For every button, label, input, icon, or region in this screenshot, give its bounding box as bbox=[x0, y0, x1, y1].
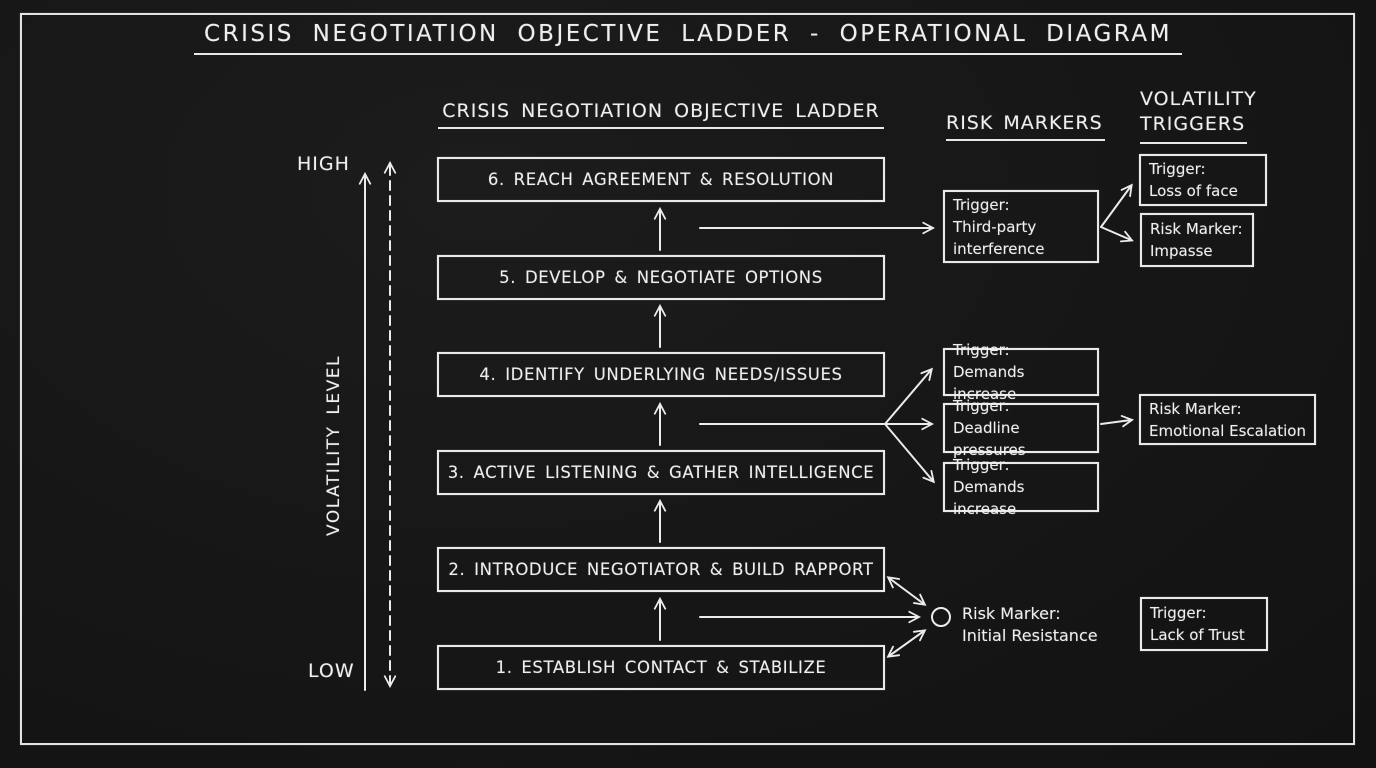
risk-markers-header-text: RISK MARKERS bbox=[946, 112, 1105, 141]
ladder-step-6: 6. REACH AGREEMENT & RESOLUTION bbox=[437, 157, 885, 202]
risk-marker-impasse-box: Risk Marker: Impasse bbox=[1140, 213, 1254, 267]
ladder-step-3: 3. ACTIVE LISTENING & GATHER INTELLIGENC… bbox=[437, 450, 885, 495]
trigger-lack-of-trust-box: Trigger: Lack of Trust bbox=[1140, 597, 1268, 651]
risk-marker-initial-resistance-label: Risk Marker: Initial Resistance bbox=[962, 604, 1098, 645]
risk-markers-header: RISK MARKERS bbox=[946, 112, 1105, 141]
volatility-triggers-header-line2: TRIGGERS bbox=[1140, 112, 1248, 144]
diagram-border-frame bbox=[20, 13, 1355, 745]
trigger-demands-increase-top-box: Trigger: Demands increase bbox=[943, 341, 1099, 403]
trigger-demands-increase-top-text: Trigger: Demands increase bbox=[953, 341, 1025, 403]
ladder-step-4: 4. IDENTIFY UNDERLYING NEEDS/ISSUES bbox=[437, 352, 885, 397]
trigger-third-party-box: Trigger: Third-party interference bbox=[943, 190, 1099, 263]
page-title-text: CRISIS NEGOTIATION OBJECTIVE LADDER - OP… bbox=[194, 21, 1182, 55]
ladder-subtitle-text: CRISIS NEGOTIATION OBJECTIVE LADDER bbox=[438, 100, 884, 129]
trigger-deadline-pressures-box: Trigger: Deadline pressures bbox=[943, 397, 1099, 459]
risk-marker-impasse-text: Risk Marker: Impasse bbox=[1150, 220, 1243, 260]
ladder-step-1: 1. ESTABLISH CONTACT & STABILIZE bbox=[437, 645, 885, 690]
trigger-lack-of-trust-text: Trigger: Lack of Trust bbox=[1150, 604, 1245, 644]
risk-marker-emotional-escalation-text: Risk Marker: Emotional Escalation bbox=[1149, 399, 1306, 440]
trigger-deadline-pressures-text: Trigger: Deadline pressures bbox=[953, 397, 1026, 459]
volatility-triggers-header-line1: VOLATILITY bbox=[1140, 88, 1257, 110]
volatility-triggers-header: VOLATILITY TRIGGERS bbox=[1140, 87, 1257, 144]
ladder-step-6-label: 6. REACH AGREEMENT & RESOLUTION bbox=[487, 170, 835, 189]
ladder-step-1-label: 1. ESTABLISH CONTACT & STABILIZE bbox=[495, 658, 827, 677]
ladder-step-4-label: 4. IDENTIFY UNDERLYING NEEDS/ISSUES bbox=[479, 365, 843, 384]
page-title: CRISIS NEGOTIATION OBJECTIVE LADDER - OP… bbox=[0, 21, 1376, 55]
axis-low-label: LOW bbox=[308, 660, 355, 682]
trigger-loss-of-face-box: Trigger: Loss of face bbox=[1139, 154, 1267, 206]
ladder-step-2-label: 2. INTRODUCE NEGOTIATOR & BUILD RAPPORT bbox=[448, 560, 874, 579]
ladder-step-2: 2. INTRODUCE NEGOTIATOR & BUILD RAPPORT bbox=[437, 547, 885, 592]
volatility-axis-label: VOLATILITY LEVEL bbox=[324, 355, 344, 537]
trigger-loss-of-face-text: Trigger: Loss of face bbox=[1149, 160, 1238, 200]
risk-marker-emotional-escalation-box: Risk Marker: Emotional Escalation bbox=[1139, 394, 1316, 445]
trigger-third-party-text: Trigger: Third-party interference bbox=[953, 195, 1045, 258]
trigger-demands-increase-bottom-box: Trigger: Demands increase bbox=[943, 456, 1099, 518]
ladder-step-3-label: 3. ACTIVE LISTENING & GATHER INTELLIGENC… bbox=[447, 463, 875, 482]
ladder-step-5: 5. DEVELOP & NEGOTIATE OPTIONS bbox=[437, 255, 885, 300]
ladder-subtitle: CRISIS NEGOTIATION OBJECTIVE LADDER bbox=[407, 100, 915, 129]
axis-high-label: HIGH bbox=[297, 153, 350, 175]
trigger-demands-increase-bottom-text: Trigger: Demands increase bbox=[953, 456, 1025, 518]
ladder-step-5-label: 5. DEVELOP & NEGOTIATE OPTIONS bbox=[499, 268, 823, 287]
